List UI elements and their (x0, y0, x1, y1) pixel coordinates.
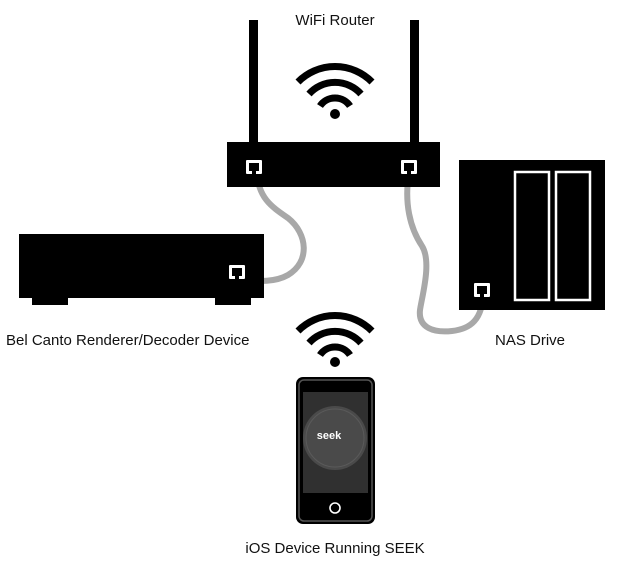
renderer-device (19, 234, 264, 305)
phone-bezel (298, 379, 373, 522)
ethernet-cables (234, 169, 486, 335)
router-label: WiFi Router (295, 12, 375, 29)
ethernet-port-icon (474, 283, 490, 297)
seek-dial (303, 406, 367, 470)
renderer-foot-left (32, 296, 68, 305)
renderer-label: Bel Canto Renderer/Decoder Device (6, 332, 250, 349)
router-antenna-right (410, 20, 419, 152)
nas-bay-right (554, 170, 592, 302)
ios-device: seek (296, 377, 375, 524)
wifi-icon (295, 63, 375, 119)
router-antenna-left (249, 20, 258, 152)
home-button-icon (329, 502, 341, 514)
cable-router-to-nas (404, 170, 486, 335)
ethernet-port-icon (246, 160, 262, 174)
cable-router-to-renderer (234, 169, 307, 284)
renderer-body (19, 234, 264, 298)
ethernet-port-icon (401, 160, 417, 174)
ios-device-label: iOS Device Running SEEK (245, 540, 425, 557)
renderer-foot-right (215, 296, 251, 305)
ethernet-port-icon (229, 265, 245, 279)
nas-label: NAS Drive (495, 332, 566, 349)
seek-app-logo: seek (317, 430, 342, 442)
seek-dial-inner (305, 408, 365, 468)
wifi-icon (295, 312, 375, 367)
nas-drive (459, 160, 605, 310)
nas-bay-left (513, 170, 551, 302)
wifi-router (227, 20, 440, 187)
